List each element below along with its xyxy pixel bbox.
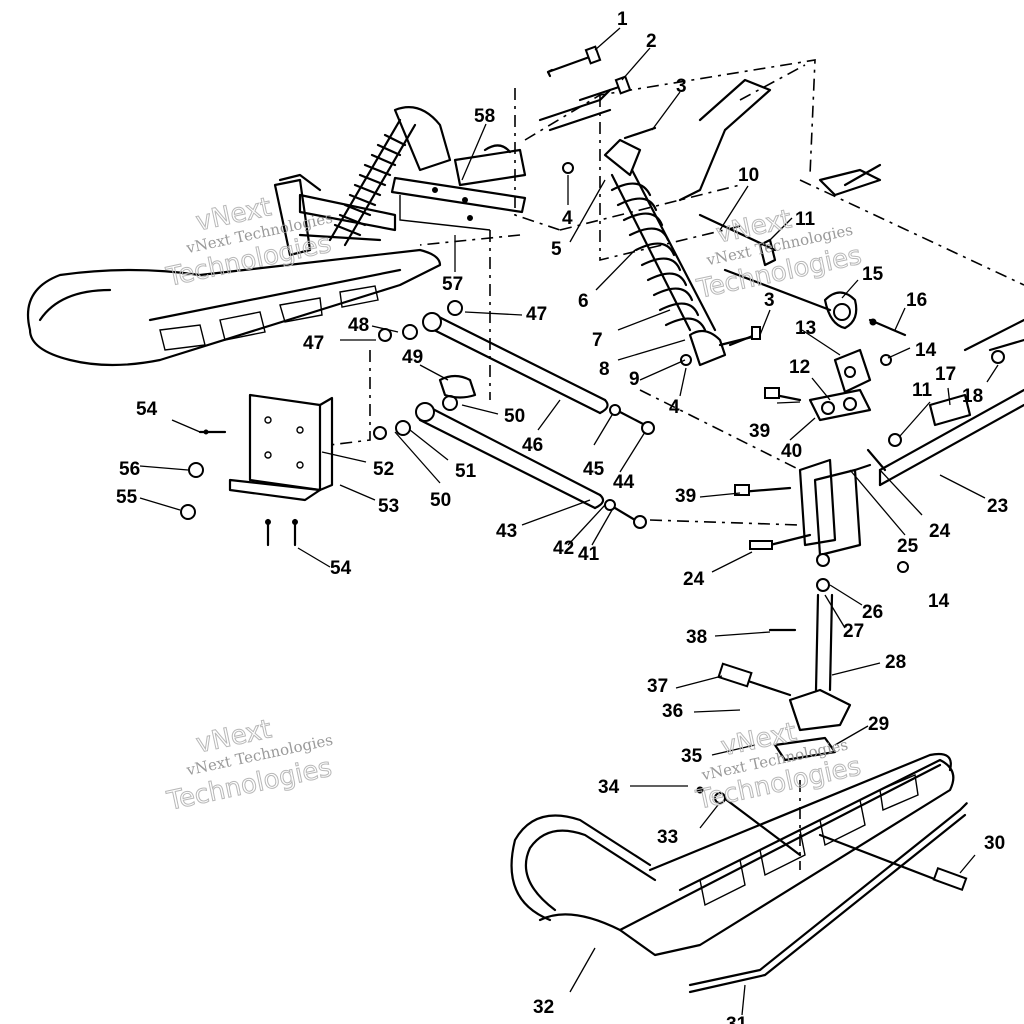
callout-41: 41	[578, 544, 600, 565]
callout-47: 47	[526, 304, 547, 325]
callout-27: 27	[843, 621, 864, 642]
callout-46: 46	[522, 435, 543, 456]
watermark: vNext vNext Technologies Technologies	[163, 714, 335, 818]
callout-47: 47	[303, 333, 324, 354]
leader-lines	[139, 27, 999, 1016]
callout-14: 14	[928, 591, 950, 612]
callout-18: 18	[962, 386, 983, 407]
callout-38: 38	[686, 627, 707, 648]
callout-5: 5	[551, 239, 562, 260]
callout-6: 6	[578, 291, 589, 312]
callout-45: 45	[583, 459, 605, 480]
callout-labels: 1 2 3 3 4 4 5 6 7 8 9 10 11 11 12 13 14 …	[116, 9, 1008, 1024]
callout-49: 49	[402, 347, 423, 368]
callout-9: 9	[629, 369, 640, 390]
callout-15: 15	[862, 264, 884, 285]
callout-50: 50	[504, 406, 525, 427]
callout-30: 30	[984, 833, 1005, 854]
callout-31: 31	[726, 1014, 748, 1024]
callout-35: 35	[681, 746, 703, 767]
callout-39: 39	[675, 486, 696, 507]
callout-3: 3	[764, 290, 775, 311]
callout-25: 25	[897, 536, 919, 557]
callout-14: 14	[915, 340, 937, 361]
callout-3: 3	[676, 76, 687, 97]
callout-37: 37	[647, 676, 668, 697]
tie-rod	[878, 388, 1024, 487]
upper-a-arm	[378, 300, 655, 435]
callout-44: 44	[613, 472, 635, 493]
callout-26: 26	[862, 602, 883, 623]
watermark: vNext vNext Technologies Technologies	[693, 717, 865, 817]
callout-50: 50	[430, 490, 451, 511]
callout-11: 11	[912, 380, 933, 401]
callout-24: 24	[683, 569, 705, 590]
callout-8: 8	[599, 359, 610, 380]
steering-components	[698, 213, 1024, 447]
callout-13: 13	[795, 318, 816, 339]
chassis-frame	[329, 59, 1024, 870]
callout-12: 12	[789, 357, 810, 378]
mounting-bracket	[180, 393, 334, 547]
callout-48: 48	[348, 315, 369, 336]
callout-28: 28	[885, 652, 906, 673]
callout-57: 57	[442, 274, 463, 295]
callout-24: 24	[929, 521, 951, 542]
callout-34: 34	[598, 777, 620, 798]
callout-17: 17	[935, 364, 956, 385]
shock-spring	[610, 182, 707, 332]
callout-42: 42	[553, 538, 574, 559]
callout-36: 36	[662, 701, 683, 722]
shock-bolts	[546, 45, 762, 366]
callout-32: 32	[533, 997, 554, 1018]
callout-7: 7	[592, 330, 603, 351]
spindle	[717, 387, 909, 762]
front-shock-absorber	[603, 138, 762, 367]
callout-55: 55	[116, 487, 138, 508]
callout-23: 23	[987, 496, 1008, 517]
callout-53: 53	[378, 496, 399, 517]
left-ski	[26, 173, 442, 367]
callout-56: 56	[119, 459, 140, 480]
steering-arm	[538, 78, 882, 202]
front-ski	[510, 752, 968, 994]
callout-33: 33	[657, 827, 678, 848]
callout-16: 16	[906, 290, 927, 311]
callout-54: 54	[330, 558, 352, 579]
callout-10: 10	[738, 165, 759, 186]
callout-52: 52	[373, 459, 394, 480]
callout-43: 43	[496, 521, 517, 542]
callout-58: 58	[474, 106, 495, 127]
callout-1: 1	[617, 9, 628, 30]
callout-39: 39	[749, 421, 770, 442]
callout-2: 2	[646, 31, 657, 52]
callout-40: 40	[781, 441, 802, 462]
callout-11: 11	[795, 209, 816, 230]
callout-51: 51	[455, 461, 477, 482]
callout-4: 4	[669, 397, 680, 418]
callout-4: 4	[562, 208, 573, 229]
upper-bracket	[390, 144, 527, 231]
callout-54: 54	[136, 399, 158, 420]
callout-29: 29	[868, 714, 889, 735]
lower-a-arm	[373, 374, 647, 529]
watermark: vNext vNext Technologies Technologies	[693, 204, 865, 305]
left-shock-absorber	[298, 106, 452, 247]
